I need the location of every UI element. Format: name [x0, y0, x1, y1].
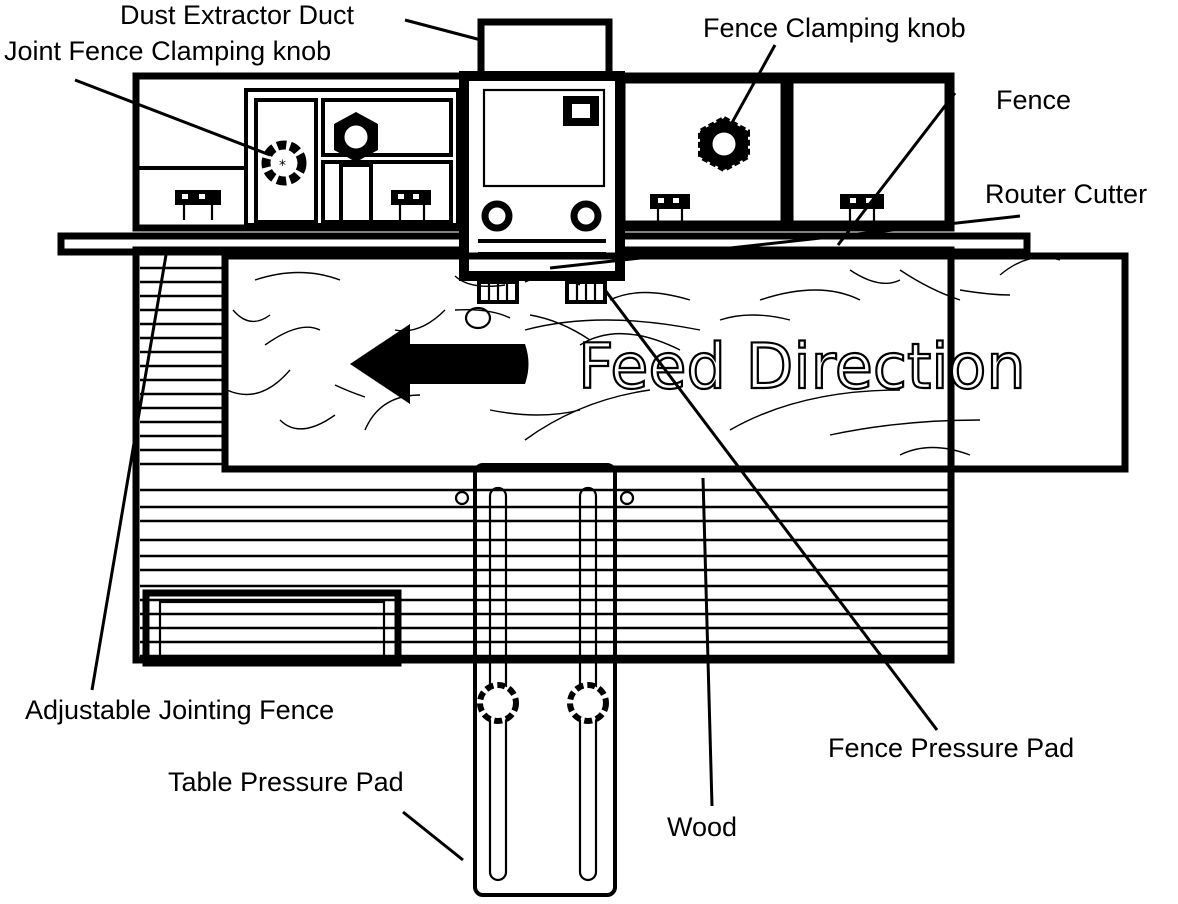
pad-screw-icon: [619, 490, 635, 506]
knob-post: [339, 163, 373, 224]
label-fence: Fence: [996, 85, 1071, 115]
bolt-icon: [650, 194, 690, 222]
table-cutout-inner: [158, 600, 386, 658]
router-table: [132, 246, 955, 667]
pad-screw-icon: [454, 490, 470, 506]
feed-direction-arrow-icon: [350, 324, 529, 404]
pad-knob-icon: [567, 682, 609, 724]
jointing-fence-panel: [254, 98, 318, 224]
feed-direction-text: Feed Direction: [578, 330, 1026, 403]
bolt-icon: [840, 194, 884, 222]
cutter-nut-icon: [565, 280, 607, 304]
wood-board: Feed Direction: [221, 252, 1129, 473]
dust-extractor: [459, 18, 625, 281]
duct-latch-slot: [572, 104, 590, 118]
wood-outline: [221, 252, 1129, 473]
leader-fence-clamping-knob: [726, 44, 777, 131]
label-adjustable-jointing-fence: Adjustable Jointing Fence: [25, 695, 334, 725]
duct-bolt-icon: [570, 200, 602, 232]
bolt-icon: [391, 190, 431, 220]
cutter-nut-icon: [477, 280, 519, 304]
wood-grain: [226, 256, 1061, 456]
label-joint-fence-clamping-knob: Joint Fence Clamping knob: [4, 36, 331, 66]
label-fence-clamping-knob: Fence Clamping knob: [703, 13, 966, 43]
leader-lines: [74, 18, 1021, 862]
pressure-pad-plate: [473, 463, 617, 897]
label-fence-pressure-pad: Fence Pressure Pad: [828, 733, 1074, 763]
leader-fence-pressure-pad: [603, 289, 939, 731]
leader-adjustable-jointing-fence: [90, 254, 168, 691]
leader-table-pressure-pad: [402, 810, 464, 862]
joint-fence-knob-icon: *: [261, 140, 307, 186]
label-table-pressure-pad: Table Pressure Pad: [168, 767, 404, 797]
duct-bolt-icon: [481, 200, 513, 232]
leader-fence: [836, 92, 957, 246]
duct-outlet: [477, 18, 613, 82]
jointing-fence-frame: [244, 88, 460, 227]
leader-joint-fence-clamping-knob: [74, 78, 271, 157]
leader-router-cutter: [549, 214, 1021, 270]
leader-dust-extractor-duct: [404, 18, 482, 42]
label-wood: Wood: [667, 812, 737, 842]
duct-window: [482, 88, 606, 188]
knob-icon: [334, 112, 378, 162]
jointing-fence-panel: [321, 98, 453, 157]
label-dust-extractor-duct: Dust Extractor Duct: [120, 0, 355, 30]
fence-knob-icon: [698, 115, 750, 173]
leader-wood: [701, 477, 714, 807]
jointing-fence-panel: [321, 160, 453, 224]
pad-knob-icon: [477, 682, 519, 724]
label-router-cutter: Router Cutter: [985, 179, 1147, 209]
bolt-icon: [175, 190, 221, 220]
fence-panel-right: [786, 76, 952, 228]
svg-text:*: *: [279, 158, 286, 174]
table-pressure-pad: [454, 463, 635, 897]
router-bit-icon: [464, 306, 492, 330]
table-cutout: [142, 589, 402, 667]
table-outline: [132, 246, 955, 664]
